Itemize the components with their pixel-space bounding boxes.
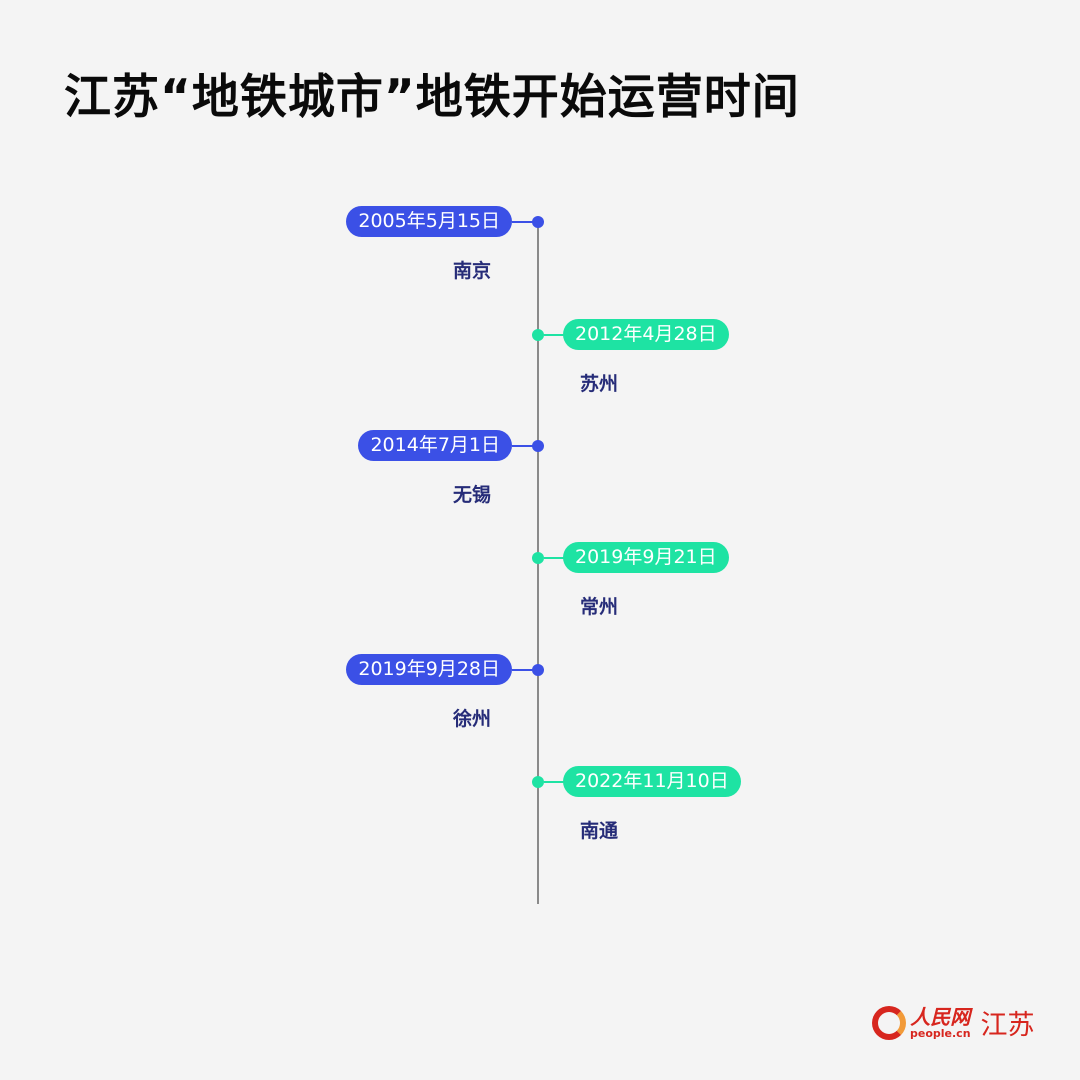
- city-label: 常州: [580, 596, 619, 618]
- timeline-event-nanjing: 2005年5月15日 南京: [0, 206, 1080, 302]
- timeline-dot: [532, 216, 544, 228]
- date-pill: 2014年7月1日: [358, 430, 512, 461]
- date-pill: 2019年9月28日: [346, 654, 512, 685]
- connector-line: [512, 669, 534, 671]
- timeline-dot: [532, 664, 544, 676]
- logo-name: 人民网: [910, 1004, 971, 1029]
- connector-line: [544, 557, 566, 559]
- connector-line: [512, 445, 534, 447]
- timeline-event-xuzhou: 2019年9月28日 徐州: [0, 654, 1080, 750]
- connector-line: [544, 781, 566, 783]
- city-label: 无锡: [453, 484, 492, 506]
- city-label: 南通: [580, 820, 619, 842]
- people-logo-icon: [872, 1005, 906, 1040]
- timeline-dot: [532, 776, 544, 788]
- date-pill: 2012年4月28日: [563, 319, 729, 350]
- people-cn-logo: 人民网 people.cn 江苏: [872, 1003, 1035, 1042]
- timeline-event-changzhou: 2019年9月21日 常州: [0, 542, 1080, 638]
- timeline-dot: [532, 440, 544, 452]
- date-pill: 2005年5月15日: [346, 206, 512, 237]
- logo-region: 江苏: [980, 1010, 1035, 1041]
- page-title: 江苏“地铁城市”地铁开始运营时间: [64, 70, 800, 125]
- city-label: 苏州: [580, 373, 619, 395]
- connector-line: [544, 334, 566, 336]
- timeline-event-suzhou: 2012年4月28日 苏州: [0, 319, 1080, 415]
- timeline-dot: [532, 329, 544, 341]
- city-label: 徐州: [453, 708, 492, 730]
- date-pill: 2022年11月10日: [563, 766, 741, 797]
- connector-line: [512, 221, 534, 223]
- timeline-dot: [532, 552, 544, 564]
- date-pill: 2019年9月21日: [563, 542, 729, 573]
- timeline-event-nantong: 2022年11月10日 南通: [0, 766, 1080, 862]
- city-label: 南京: [453, 260, 492, 282]
- timeline-event-wuxi: 2014年7月1日 无锡: [0, 430, 1080, 526]
- logo-domain: people.cn: [910, 1026, 971, 1040]
